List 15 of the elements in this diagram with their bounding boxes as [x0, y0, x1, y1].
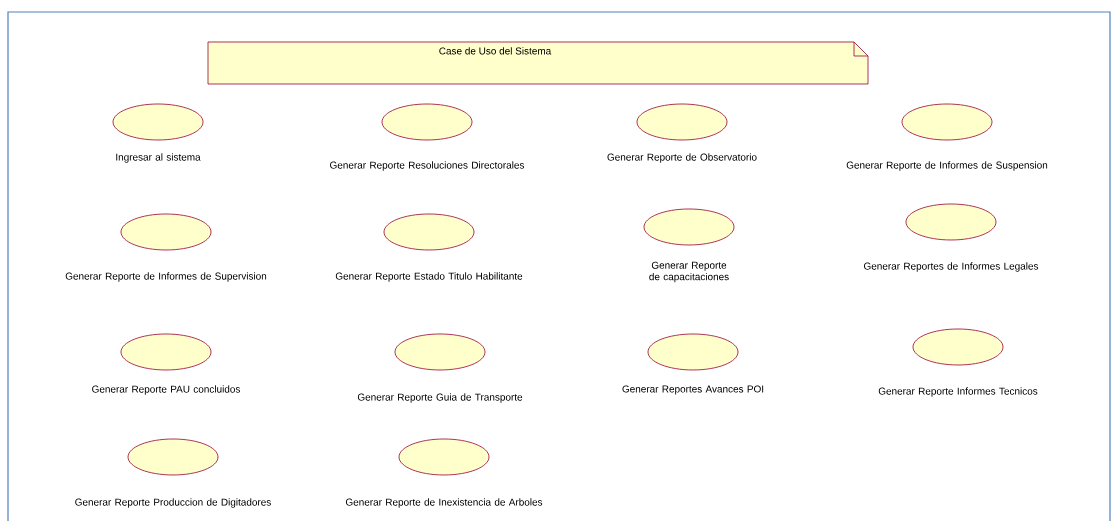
use-case-label: Generar Reportes de Informes Legales: [864, 262, 1039, 272]
use-case-label: Generar Reporte Informes Tecnicos: [878, 387, 1038, 397]
use-case-label: Generar Reporte Estado Titulo Habilitante: [335, 272, 523, 282]
use-case-label: Generar Reporte PAU concluidos: [92, 385, 240, 395]
use-case-label: Generar Reportes Avances POI: [622, 385, 764, 395]
use-case-label: Generar Reporte de Inexistencia de Arboles: [345, 498, 543, 508]
use-case-label: Generar Reporte de Observatorio: [607, 153, 757, 163]
use-case-label: Generar Reporte de Informes de Suspension: [846, 161, 1048, 171]
use-case-label: Generar Reporte Guia de Transporte: [357, 393, 523, 403]
use-case-label: Generar Reporte Resoluciones Directorales: [330, 161, 525, 171]
note-box: Case de Uso del Sistema: [207, 41, 869, 85]
use-case-label: Generar Reporte Produccion de Digitadores: [75, 498, 271, 508]
use-case-label: Ingresar al sistema: [116, 153, 201, 163]
use-case-label: Generar Reporte de capacitaciones: [649, 261, 729, 283]
use-case-label: Generar Reporte de Informes de Supervision: [65, 272, 267, 282]
